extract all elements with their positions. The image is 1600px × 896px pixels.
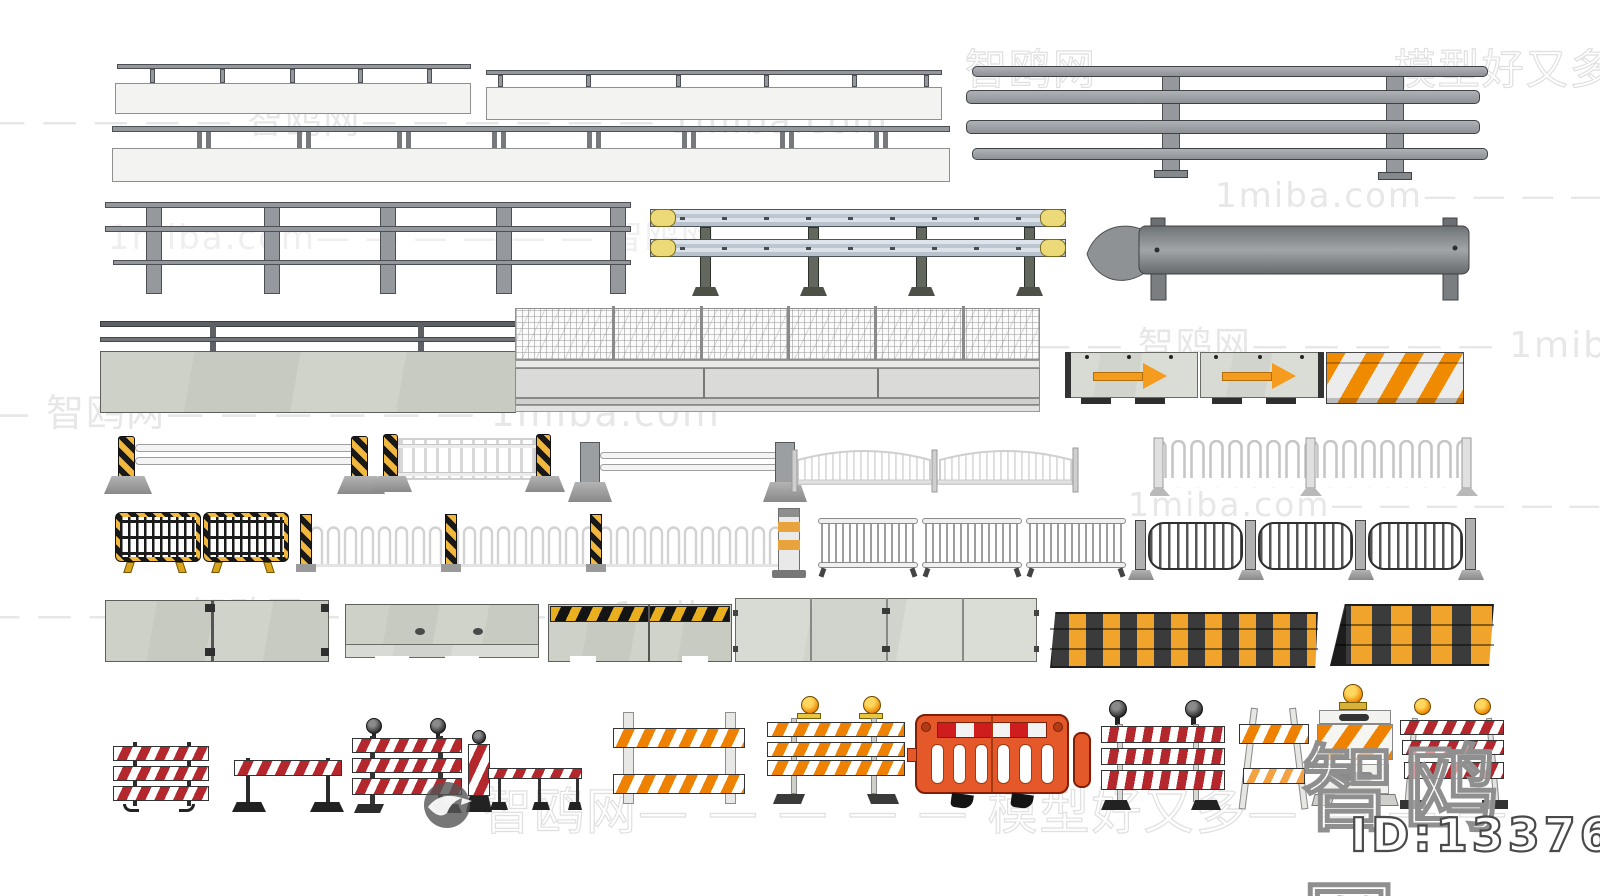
- guardrail-metal-four-rail: [966, 64, 1490, 184]
- barricade-red-white-three-board: [113, 740, 211, 814]
- wbeam-gray-graphic: [1086, 217, 1470, 301]
- guardrail-white-base-short-1: [115, 62, 473, 114]
- barricade-a-frame-orange: [1238, 704, 1309, 814]
- warning-light-icon: [430, 718, 446, 734]
- barricade-red-white-low-rail: [488, 762, 584, 816]
- barrier-concrete-with-railing: [100, 305, 516, 415]
- amber-warning-light-icon: [1474, 698, 1491, 715]
- barricade-orange-three-board-lights: [765, 696, 907, 810]
- guardrail-white-base-short-2: [486, 68, 944, 120]
- guardrail-white-base-long: [112, 126, 950, 184]
- warning-light-icon: [472, 730, 486, 744]
- amber-warning-light-icon: [863, 696, 881, 714]
- hoop-fence-graphic: [1148, 437, 1478, 496]
- barricade-red-white-single-board: [232, 754, 344, 816]
- barricade-crowd-control-3: [1026, 518, 1126, 578]
- barricade-vertical-panel-light: [1311, 684, 1401, 816]
- barrier-striped-black-orange-1: [1050, 612, 1318, 668]
- fence-hoop-striped-posts: [296, 508, 806, 578]
- warning-light-icon: [1185, 700, 1203, 718]
- guardrail-wbeam-gray-flared-end: [1065, 208, 1477, 302]
- right-arrow-icon: [1093, 372, 1143, 381]
- barrier-concrete-two-segment: [105, 598, 329, 664]
- barrier-bollard-two-rails: [104, 436, 385, 496]
- barricade-round-panel-set: [1128, 514, 1484, 582]
- barricade-orange-two-board: [613, 712, 745, 812]
- barrier-striped-black-orange-2: [1330, 604, 1494, 666]
- amber-warning-light-icon: [801, 696, 819, 714]
- image-id-label: ID:133769576: [1349, 807, 1600, 863]
- fence-hoop-top-white: [1148, 430, 1482, 498]
- barricade-crowd-control-2: [922, 518, 1022, 578]
- barricade-chevron-red-white-lights: [1099, 700, 1227, 814]
- amber-warning-light-icon: [1414, 698, 1431, 715]
- barrier-arrow-block-1: [1065, 352, 1198, 404]
- hoop-fence-graphic: [308, 522, 794, 567]
- amber-warning-light-icon: [1343, 684, 1363, 704]
- barrier-bollard-grid-fence: [372, 432, 565, 496]
- barrier-concrete-jersey-holes: [345, 604, 539, 662]
- fence-portable-black-yellow-2: [203, 512, 289, 573]
- arched-fence-graphic: [791, 447, 1079, 493]
- barrier-posts-white-rails: [568, 440, 807, 502]
- barrier-striped-orange-white: [1326, 352, 1464, 404]
- warning-light-icon: [1109, 700, 1127, 718]
- barricade-crowd-control-1: [818, 518, 918, 578]
- barrier-plastic-orange: [907, 714, 1091, 812]
- fence-portable-black-yellow-1: [115, 512, 201, 573]
- fence-mesh-on-concrete-base: [515, 300, 1040, 412]
- barricade-a-frame-red-white-lights: [1400, 698, 1508, 812]
- barrier-concrete-four-segment: [733, 598, 1039, 662]
- fence-arched-white: [790, 436, 1080, 494]
- site-bird-logo: [424, 782, 472, 828]
- barrier-concrete-hazard-stripe: [548, 604, 732, 662]
- warning-light-icon: [366, 718, 382, 734]
- guardrail-wbeam-double-yellow-ends: [650, 205, 1066, 297]
- barrier-arrow-block-2: [1200, 352, 1324, 404]
- panel-vertical-red-white-light: [464, 730, 494, 816]
- railing-metal-three-rail: [105, 200, 631, 296]
- right-arrow-icon: [1222, 372, 1272, 381]
